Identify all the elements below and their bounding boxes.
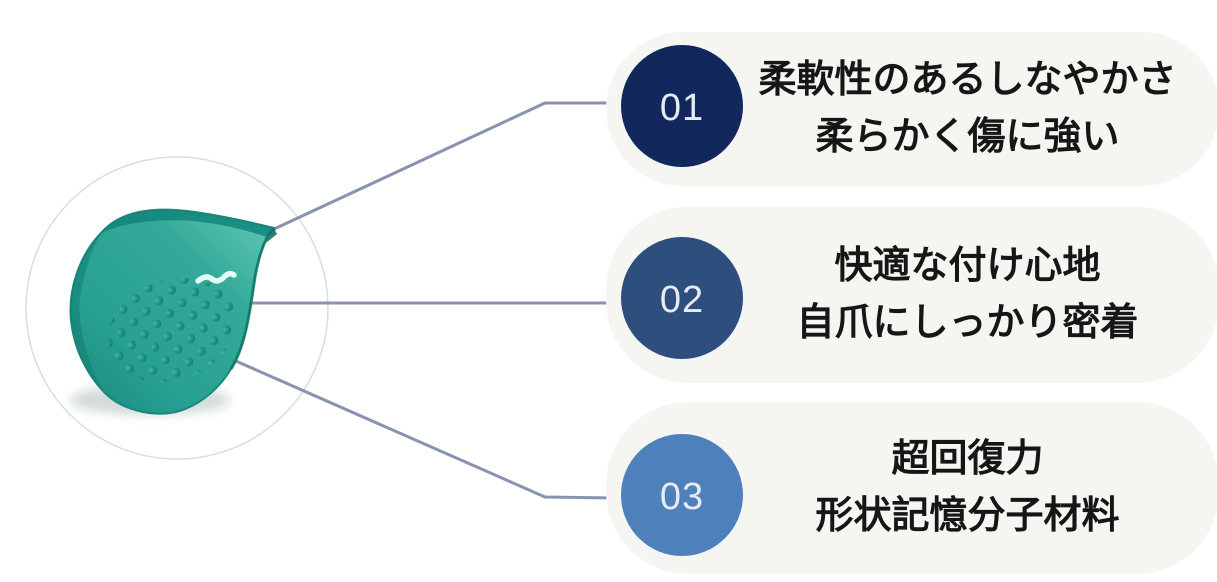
- feature-text-1: 柔軟性のあるしなやかさ 柔らかく傷に強い: [746, 32, 1189, 186]
- nail-tip-product-photo: [69, 208, 277, 415]
- feature-card-1: 01 柔軟性のあるしなやかさ 柔らかく傷に強い: [606, 32, 1217, 186]
- feature-2-line-1: 快適な付け心地: [834, 244, 1101, 287]
- connector-lines: [227, 101, 615, 500]
- feature-number-badge-1: 01: [621, 45, 743, 167]
- nail-tip-right-edge: [229, 226, 276, 370]
- feature-1-line-2: 柔らかく傷に強い: [815, 115, 1120, 158]
- product-frame-circle: [25, 156, 329, 460]
- feature-card-2: 02 快適な付け心地 自爪にしっかり密着: [606, 207, 1217, 383]
- feature-card-3: 03 超回復力 形状記憶分子材料: [606, 402, 1217, 574]
- feature-3-line-2: 形状記憶分子材料: [815, 494, 1120, 537]
- nail-tip-curl-shadow: [266, 228, 277, 243]
- nail-tip-dot-texture: [107, 277, 237, 383]
- connector-line-1: [270, 101, 615, 232]
- feature-number-badge-3: 03: [621, 434, 743, 556]
- feature-3-line-1: 超回復力: [891, 437, 1044, 480]
- connector-line-3: [227, 356, 615, 500]
- feature-1-line-1: 柔軟性のあるしなやかさ: [758, 58, 1177, 101]
- nail-tip-top-rim: [101, 209, 274, 237]
- nail-tip-left-shade: [70, 233, 105, 393]
- feature-text-3: 超回復力 形状記憶分子材料: [746, 402, 1189, 574]
- feature-number-badge-2: 02: [621, 237, 743, 359]
- feature-2-line-2: 自爪にしっかり密着: [796, 301, 1139, 344]
- feature-text-2: 快適な付け心地 自爪にしっかり密着: [746, 207, 1189, 383]
- nail-tip-specular-highlight: [195, 270, 237, 284]
